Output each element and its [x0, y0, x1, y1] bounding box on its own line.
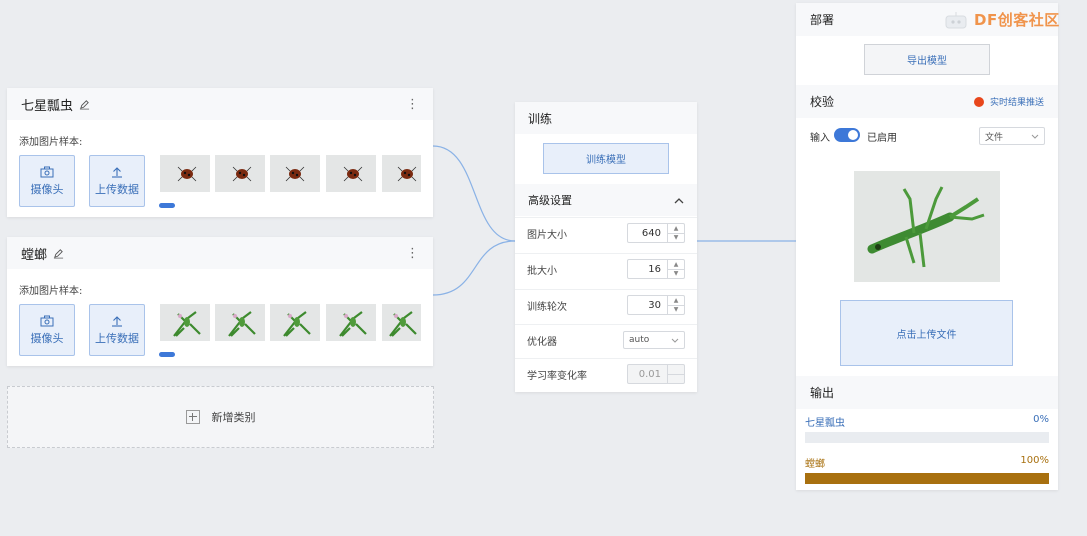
- advanced-settings-header[interactable]: 高级设置: [515, 184, 697, 216]
- class-card-mantis: 螳螂 ⋮ 添加图片样本: 摄像头 上传数据: [7, 237, 433, 366]
- sample-thumbnail[interactable]: [160, 304, 210, 341]
- upload-icon: [112, 166, 122, 178]
- add-samples-label: 添加图片样本:: [19, 137, 83, 148]
- output-percent: 100%: [1020, 455, 1049, 466]
- chevron-down-icon: [671, 338, 679, 343]
- increment-icon[interactable]: ▲: [668, 224, 684, 234]
- robot-icon: [945, 11, 967, 28]
- live-status-dot-icon: [973, 96, 984, 107]
- class-title: 七星瓢虫: [21, 98, 74, 114]
- output-title: 输出: [796, 376, 1058, 409]
- watermark-logo: DF创客社区: [942, 9, 1060, 30]
- param-label: 批大小: [527, 265, 557, 277]
- sample-thumbnail[interactable]: [326, 304, 376, 341]
- upload-data-button[interactable]: 上传数据: [89, 304, 145, 356]
- verify-header: 校验 实时结果推送: [796, 85, 1058, 118]
- training-title: 训练: [515, 102, 697, 134]
- deploy-panel: 部署 导出模型 校验 实时结果推送 输入 已启用 文件 点击上传文件 输出 七星…: [796, 3, 1058, 490]
- camera-icon: [40, 315, 54, 326]
- increment-icon[interactable]: ▲: [668, 296, 684, 306]
- upload-file-button[interactable]: 点击上传文件: [840, 300, 1013, 366]
- upload-data-button[interactable]: 上传数据: [89, 155, 145, 207]
- decrement-icon: [668, 375, 684, 384]
- output-progress-fill: [805, 473, 1049, 484]
- param-row-image-size: 图片大小 640 ▲▼: [515, 217, 697, 248]
- decrement-icon[interactable]: ▼: [673, 234, 679, 242]
- chevron-down-icon: [1031, 134, 1039, 139]
- param-label: 学习率变化率: [527, 370, 587, 382]
- sample-thumbnail[interactable]: [270, 155, 320, 192]
- sample-thumbnail[interactable]: [326, 155, 376, 192]
- deploy-title: 部署: [796, 3, 1058, 36]
- train-model-button[interactable]: 训练模型: [543, 143, 669, 174]
- camera-button[interactable]: 摄像头: [19, 304, 75, 356]
- chevron-up-icon[interactable]: [674, 197, 684, 204]
- batch-size-stepper[interactable]: 16 ▲▼: [627, 259, 685, 279]
- image-size-stepper[interactable]: 640 ▲▼: [627, 223, 685, 243]
- output-class-name: 七星瓢虫: [805, 418, 845, 429]
- camera-icon: [40, 166, 54, 177]
- param-label: 训练轮次: [527, 301, 567, 313]
- input-source-select[interactable]: 文件: [979, 127, 1045, 145]
- preview-image: [854, 171, 1000, 282]
- training-panel: 训练 训练模型 高级设置 图片大小 640 ▲▼ 批大小 16 ▲▼ 训练轮次 …: [515, 102, 697, 392]
- sample-thumbnail[interactable]: [215, 304, 265, 341]
- output-class-name: 螳螂: [805, 459, 825, 470]
- increment-icon: [668, 365, 684, 375]
- class-card-ladybug: 七星瓢虫 ⋮ 添加图片样本: 摄像头 上传数据: [7, 88, 433, 217]
- lr-factor-stepper: 0.01: [627, 364, 685, 384]
- more-options-icon[interactable]: ⋮: [406, 96, 419, 112]
- param-row-epochs: 训练轮次 30 ▲▼: [515, 289, 697, 320]
- increment-icon[interactable]: ▲: [668, 260, 684, 270]
- edit-pencil-icon[interactable]: [79, 99, 90, 110]
- param-row-batch-size: 批大小 16 ▲▼: [515, 253, 697, 284]
- output-percent: 0%: [1033, 414, 1049, 425]
- plus-square-icon: [185, 410, 200, 424]
- add-class-button[interactable]: 新增类别: [7, 386, 434, 448]
- param-row-optimizer: 优化器 auto: [515, 324, 697, 355]
- class-title: 螳螂: [21, 247, 48, 263]
- verify-title: 校验: [810, 95, 835, 109]
- camera-button[interactable]: 摄像头: [19, 155, 75, 207]
- input-enable-toggle[interactable]: [834, 128, 860, 142]
- decrement-icon[interactable]: ▼: [673, 306, 679, 314]
- more-options-icon[interactable]: ⋮: [406, 245, 419, 261]
- param-label: 优化器: [527, 336, 557, 348]
- add-samples-label: 添加图片样本:: [19, 286, 83, 297]
- class-card-header: 螳螂 ⋮: [7, 237, 433, 269]
- param-row-lr-factor: 学习率变化率 0.01: [515, 358, 697, 389]
- live-push-link[interactable]: 实时结果推送: [989, 98, 1044, 108]
- enabled-label: 已启用: [867, 133, 897, 144]
- class-card-header: 七星瓢虫 ⋮: [7, 88, 433, 120]
- sample-thumbnail[interactable]: [160, 155, 210, 192]
- sample-thumbnail[interactable]: [270, 304, 320, 341]
- epochs-stepper[interactable]: 30 ▲▼: [627, 295, 685, 315]
- sample-thumbnail[interactable]: [215, 155, 265, 192]
- optimizer-select[interactable]: auto: [623, 331, 685, 349]
- param-label: 图片大小: [527, 229, 567, 241]
- decrement-icon[interactable]: ▼: [673, 270, 679, 278]
- edit-pencil-icon[interactable]: [53, 248, 64, 259]
- sample-thumbnail[interactable]: [382, 155, 421, 192]
- export-model-button[interactable]: 导出模型: [864, 44, 990, 75]
- advanced-settings-title: 高级设置: [528, 194, 572, 207]
- sample-thumbnail[interactable]: [382, 304, 421, 341]
- upload-icon: [112, 315, 122, 327]
- input-label: 输入: [810, 133, 830, 144]
- thumbnail-scrollbar[interactable]: [159, 203, 175, 208]
- thumbnail-scrollbar[interactable]: [159, 352, 175, 357]
- output-progress-bar: [805, 432, 1049, 443]
- output-progress-bar: [805, 473, 1049, 484]
